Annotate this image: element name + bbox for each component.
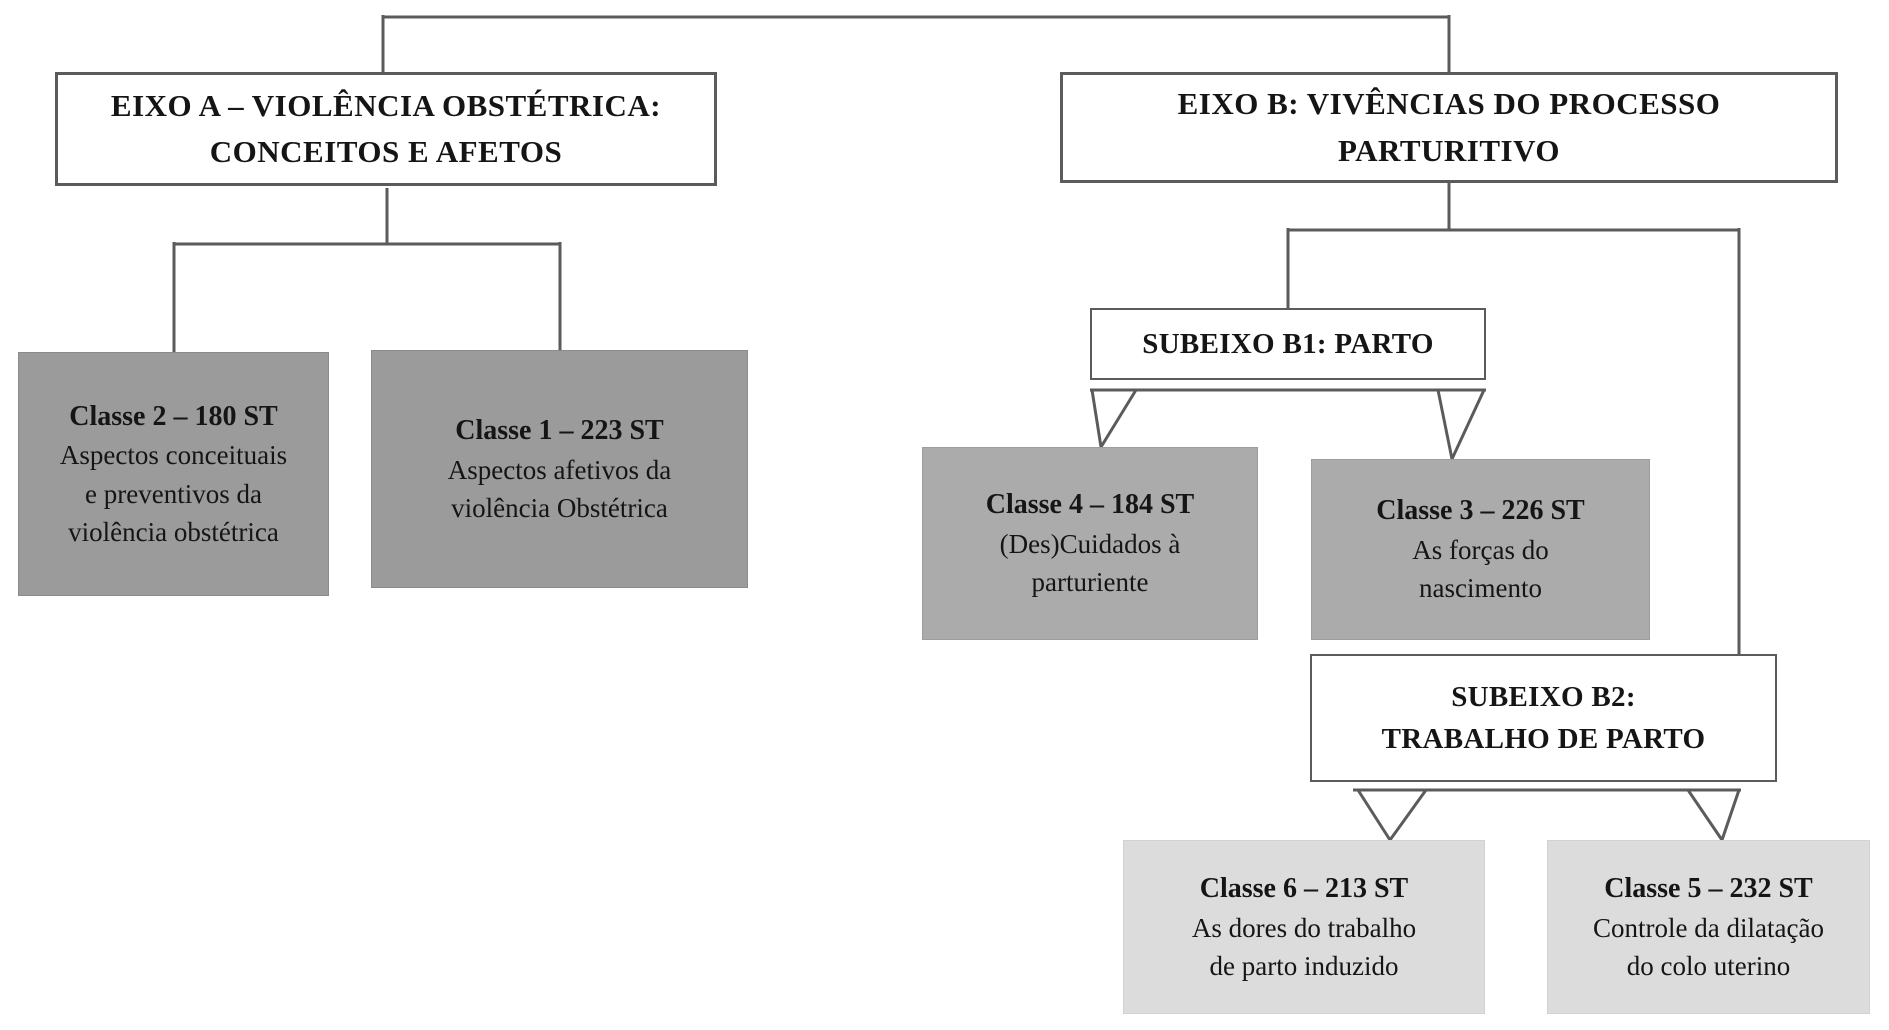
eixo-b-box: EIXO B: VIVÊNCIAS DO PROCESSO PARTURITIV… <box>1060 72 1838 183</box>
classe-3-body-line1: As forças do <box>1412 535 1549 566</box>
classe-5-body-line1: Controle da dilatação <box>1593 912 1824 943</box>
eixo-a-title-line1: EIXO A – VIOLÊNCIA OBSTÉTRICA: <box>110 87 662 123</box>
funnel-to-classe3 <box>1436 389 1486 464</box>
classe-4-body-line1: (Des)Cuidados à <box>999 529 1181 560</box>
classe-1-box: Classe 1 – 223 ST Aspectos afetivos da v… <box>371 350 748 588</box>
classe-6-body-line1: As dores do trabalho <box>1191 912 1417 943</box>
classe-5-body-line2: do colo uterino <box>1626 950 1791 981</box>
subeixo-b2-box: SUBEIXO B2: TRABALHO DE PARTO <box>1310 654 1777 782</box>
classe-5-title: Classe 5 – 232 ST <box>1604 872 1813 904</box>
classe-3-title: Classe 3 – 226 ST <box>1376 495 1585 527</box>
classe-1-title: Classe 1 – 223 ST <box>455 414 664 446</box>
classe-6-body-line2: de parto induzido <box>1209 950 1399 981</box>
classe-2-body-line2: e preventivos da <box>85 478 262 509</box>
classe-1-body-line1: Aspectos afetivos da <box>447 454 672 485</box>
classe-3-box: Classe 3 – 226 ST As forças do nasciment… <box>1311 459 1650 640</box>
subeixo-b1-box: SUBEIXO B1: PARTO <box>1090 308 1486 380</box>
subeixo-b1-title: SUBEIXO B1: PARTO <box>1142 327 1434 360</box>
funnel-to-classe4 <box>1090 389 1138 452</box>
classe-2-body-line1: Aspectos conceituais <box>59 440 288 471</box>
eixo-b-title-line2: PARTURITIVO <box>1338 132 1560 168</box>
classe-6-box: Classe 6 – 213 ST As dores do trabalho d… <box>1123 840 1485 1014</box>
classe-1-body-line2: violência Obstétrica <box>451 492 668 523</box>
funnel-to-classe6 <box>1356 789 1428 843</box>
eixo-a-box: EIXO A – VIOLÊNCIA OBSTÉTRICA: CONCEITOS… <box>55 72 717 186</box>
classe-2-body-line3: violência obstétrica <box>68 517 279 548</box>
subeixo-b2-title-line2: TRABALHO DE PARTO <box>1381 723 1706 755</box>
subeixo-b2-title-line1: SUBEIXO B2: <box>1451 680 1636 713</box>
classe-4-box: Classe 4 – 184 ST (Des)Cuidados à partur… <box>922 447 1258 640</box>
classe-5-box: Classe 5 – 232 ST Controle da dilatação … <box>1547 840 1870 1014</box>
classe-3-body-line2: nascimento <box>1419 573 1542 604</box>
classe-4-body-line2: parturiente <box>1031 567 1149 598</box>
eixo-a-title-line2: CONCEITOS E AFETOS <box>209 134 563 169</box>
classe-6-title: Classe 6 – 213 ST <box>1199 872 1409 904</box>
eixo-b-title-line1: EIXO B: VIVÊNCIAS DO PROCESSO <box>1177 86 1721 121</box>
classe-4-title: Classe 4 – 184 ST <box>985 489 1195 521</box>
classe-2-box: Classe 2 – 180 ST Aspectos conceituais e… <box>18 352 329 596</box>
classe-2-title: Classe 2 – 180 ST <box>69 400 278 432</box>
funnel-to-classe5 <box>1686 789 1741 844</box>
